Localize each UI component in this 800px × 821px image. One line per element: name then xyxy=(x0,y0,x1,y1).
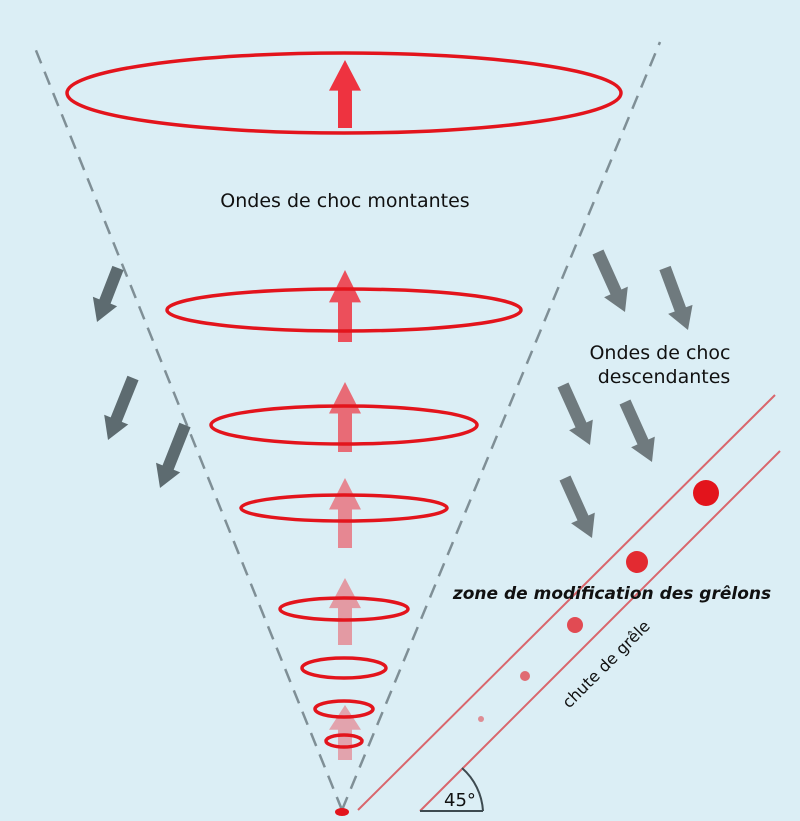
band-upper-line xyxy=(357,394,776,811)
shock-ring xyxy=(324,733,364,749)
downward-arrow xyxy=(659,265,693,330)
downward-arrow xyxy=(156,422,191,488)
shock-ring xyxy=(313,699,375,719)
downward-arrow xyxy=(592,249,628,312)
downward-arrow xyxy=(619,399,655,462)
upward-arrow xyxy=(329,578,361,645)
band-lower-line xyxy=(419,450,781,812)
hailstone xyxy=(567,617,583,633)
downward-arrow xyxy=(559,475,595,538)
shock-ring xyxy=(239,493,449,523)
apex-dot xyxy=(335,808,349,816)
hailstone xyxy=(626,551,648,573)
cone-right-edge xyxy=(340,41,662,811)
shock-ring xyxy=(209,404,479,446)
hailstone xyxy=(520,671,530,681)
shock-ring xyxy=(300,656,388,680)
hailstone xyxy=(693,480,719,506)
shock-ring xyxy=(278,596,410,622)
upward-arrow xyxy=(329,382,361,452)
hail-modification-zone-label: zone de modification des grêlons xyxy=(452,584,771,604)
downward-arrow xyxy=(104,375,139,440)
descending-waves-label-2: descendantes xyxy=(598,366,731,388)
upward-arrow xyxy=(329,705,361,760)
downward-arrow xyxy=(557,382,593,445)
upward-arrow xyxy=(329,478,361,548)
descending-waves-label-1: Ondes de choc xyxy=(589,342,730,364)
shock-ring xyxy=(165,287,523,333)
shock-ring xyxy=(65,51,623,135)
angle-arc xyxy=(461,767,484,812)
rising-waves-label: Ondes de choc montantes xyxy=(220,190,469,212)
upward-arrow xyxy=(329,60,361,128)
angle-label: 45° xyxy=(444,790,476,811)
downward-arrow xyxy=(92,265,124,322)
hailstone xyxy=(478,716,484,722)
